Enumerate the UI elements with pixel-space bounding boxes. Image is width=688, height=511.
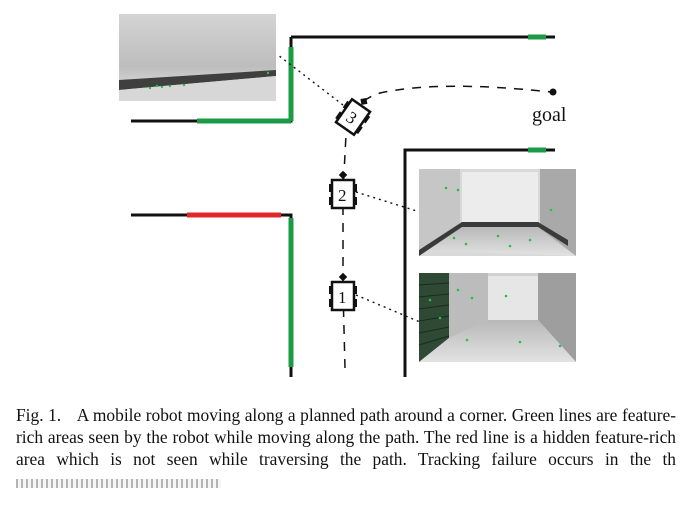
caption-label: Fig. 1. — [16, 405, 62, 425]
view-link — [277, 54, 344, 106]
robot-3: 3 — [334, 97, 372, 137]
robot-2: 2 — [329, 170, 357, 210]
view-links — [277, 54, 421, 323]
goal-label: goal — [532, 104, 567, 126]
goal-point — [549, 88, 557, 96]
feature-rich-areas — [197, 34, 546, 367]
wall-right — [403, 148, 555, 377]
robot-1: 1 — [329, 272, 357, 312]
wall-lower-left — [131, 213, 293, 377]
robot-number: 1 — [338, 288, 347, 307]
caption-truncated-tail: th — [662, 449, 676, 469]
view-link — [355, 294, 421, 323]
figure-caption: Fig. 1. A mobile robot moving along a pl… — [16, 404, 676, 492]
camera-view-3 — [119, 14, 276, 101]
cut-off-text — [16, 478, 221, 488]
robot-number: 2 — [338, 186, 347, 205]
view-link — [355, 191, 421, 213]
corner-navigation-figure: goal — [119, 14, 576, 377]
camera-view-1 — [418, 273, 576, 362]
caption-text: A mobile robot moving along a planned pa… — [16, 405, 677, 469]
camera-view-2 — [419, 169, 576, 256]
